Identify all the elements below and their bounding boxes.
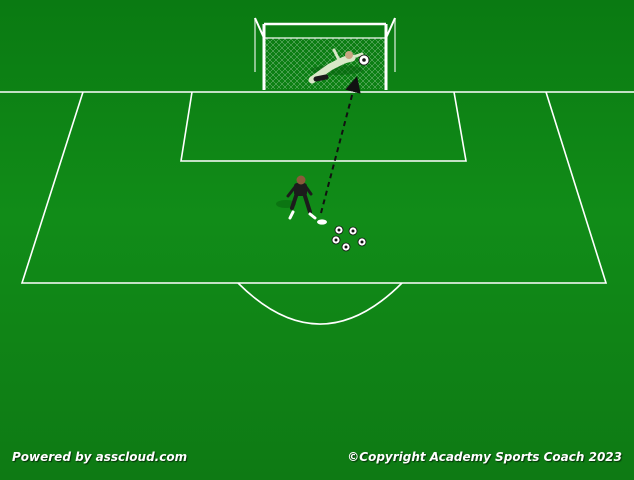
ball <box>334 225 344 235</box>
ball <box>357 237 367 247</box>
penalty-area <box>20 91 608 284</box>
penalty-arc <box>237 282 403 325</box>
balls <box>331 225 367 252</box>
ball <box>331 235 341 245</box>
six-yard-box <box>180 91 467 162</box>
powered-by-text: Powered by asscloud.com <box>12 450 188 464</box>
pitch-lines <box>0 91 634 325</box>
goalkeeper <box>308 48 364 84</box>
goalkeeper-ball <box>358 54 370 66</box>
penalty-spot-marker <box>317 219 327 225</box>
shooter-player <box>276 175 317 220</box>
ball <box>348 226 358 236</box>
shot-arrow <box>320 76 361 214</box>
copyright-text: ©Copyright Academy Sports Coach 2023 <box>347 450 622 464</box>
ball <box>341 242 351 252</box>
